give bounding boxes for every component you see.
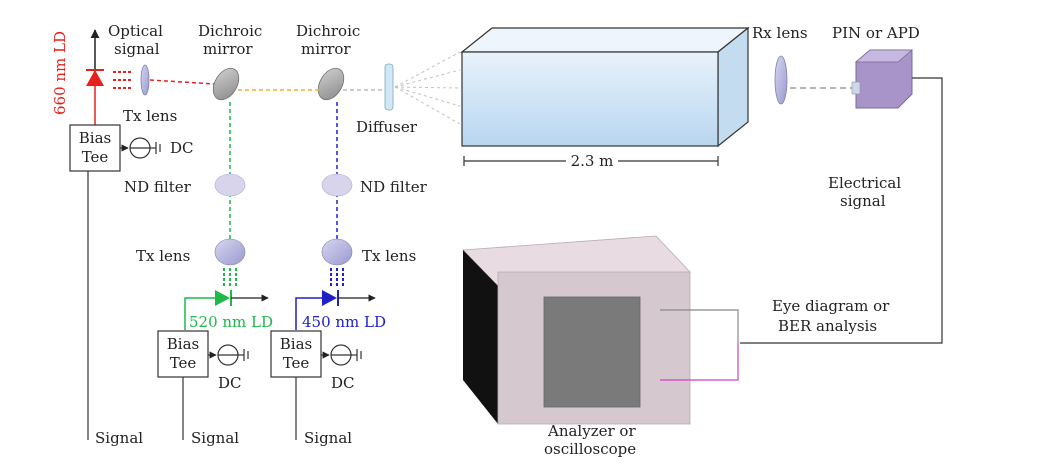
- rx-lens-label: Rx lens: [752, 24, 808, 42]
- blue-transmitter: ND filter Tx lens 450 nm LD Bias Tee DC …: [270, 102, 428, 447]
- receiver: Rx lens PIN or APD Electrical signal Eye…: [740, 24, 943, 344]
- red-tx-lens-label: Tx lens: [123, 107, 177, 125]
- blue-ld-diode-icon: [322, 290, 337, 306]
- dichroic-mirror-2-icon: [317, 67, 345, 101]
- green-nd-filter-icon: [214, 173, 246, 197]
- optical-signal-label-2: signal: [114, 40, 160, 58]
- red-ld-diode-icon: [86, 70, 104, 86]
- red-bias-tee-label-2: Tee: [82, 148, 109, 166]
- channel-top-face: [460, 27, 750, 53]
- red-dc-label: DC: [170, 139, 194, 157]
- dichroic-mirror-2-label-1: Dichroic: [296, 22, 360, 40]
- green-ld-diode-icon: [215, 290, 230, 306]
- green-signal-label: Signal: [191, 429, 239, 447]
- analyzer-left-face: [463, 250, 498, 424]
- green-feed-line: [184, 297, 215, 330]
- blue-nd-filter-label: ND filter: [360, 178, 428, 196]
- diffuser: Diffuser: [356, 51, 461, 136]
- analyzer-trigger-line: [660, 343, 739, 381]
- blue-nd-filter-icon: [321, 173, 353, 197]
- green-nd-filter-label: ND filter: [124, 178, 192, 196]
- dichroic-mirror-1: Dichroic mirror: [198, 22, 262, 101]
- red-signal-label: Signal: [95, 429, 143, 447]
- electrical-signal-label-2: signal: [840, 192, 886, 210]
- green-dc-label: DC: [218, 374, 242, 392]
- dichroic-mirror-2-label-2: mirror: [301, 40, 351, 58]
- red-ld-label: 660 nm LD: [51, 31, 69, 115]
- blue-bias-tee-label-1: Bias: [280, 335, 312, 353]
- dichroic-mirror-1-icon: [212, 67, 240, 101]
- detector-window: [851, 81, 861, 95]
- blue-feed-line: [295, 297, 322, 330]
- red-tx-lens-icon: [140, 64, 150, 96]
- optical-signal-label-1: Optical: [108, 22, 163, 40]
- red-bias-tee-label-1: Bias: [79, 129, 111, 147]
- eye-diagram-label-1: Eye diagram or: [772, 297, 890, 315]
- channel-front-face: [461, 51, 719, 147]
- green-bias-tee-label-2: Tee: [170, 354, 197, 372]
- rx-lens-icon: [774, 55, 788, 105]
- diffuser-label: Diffuser: [356, 118, 418, 136]
- dichroic-mirror-1-label-1: Dichroic: [198, 22, 262, 40]
- pin-apd-label: PIN or APD: [832, 24, 920, 42]
- analyzer-label-1: Analyzer or: [547, 422, 636, 440]
- green-bias-tee-label-1: Bias: [167, 335, 199, 353]
- analyzer-screen: [543, 296, 641, 408]
- red-beam: [149, 79, 215, 85]
- analyzer: Analyzer or oscilloscope: [462, 235, 739, 458]
- green-tx-lens-label: Tx lens: [136, 247, 190, 265]
- blue-signal-label: Signal: [304, 429, 352, 447]
- blue-ld-label: 450 nm LD: [302, 313, 386, 331]
- electrical-signal-label-1: Electrical: [828, 174, 901, 192]
- dichroic-mirror-2: Dichroic mirror: [296, 22, 360, 101]
- scatter-1: [394, 51, 461, 88]
- green-transmitter: ND filter Tx lens 520 nm LD Bias Tee DC …: [124, 102, 273, 447]
- analyzer-input-line: [660, 309, 739, 343]
- blue-tx-lens-label: Tx lens: [362, 247, 416, 265]
- red-transmitter: Bias Tee DC Signal 660 nm LD Optical sig…: [51, 22, 215, 447]
- distance-label-bg: [566, 152, 618, 170]
- scatter-4: [394, 86, 461, 107]
- electrical-signal-line: [740, 77, 943, 344]
- green-tx-lens-icon: [214, 238, 246, 266]
- blue-tx-lens-icon: [321, 238, 353, 266]
- free-space-channel: 2.3 m: [460, 26, 750, 170]
- scatter-2: [394, 69, 461, 88]
- dichroic-mirror-1-label-2: mirror: [203, 40, 253, 58]
- eye-diagram-label-2: BER analysis: [778, 317, 877, 335]
- diffuser-icon: [384, 63, 394, 111]
- scatter-3: [394, 86, 461, 89]
- blue-bias-tee-box: [270, 330, 322, 378]
- analyzer-label-2: oscilloscope: [544, 440, 636, 458]
- blue-dc-label: DC: [331, 374, 355, 392]
- blue-bias-tee-label-2: Tee: [283, 354, 310, 372]
- scatter-5: [394, 86, 461, 125]
- detector-top: [854, 49, 914, 63]
- red-bias-tee-box: [69, 124, 121, 172]
- green-ld-label: 520 nm LD: [189, 313, 273, 331]
- distance-label: 2.3 m: [571, 152, 614, 170]
